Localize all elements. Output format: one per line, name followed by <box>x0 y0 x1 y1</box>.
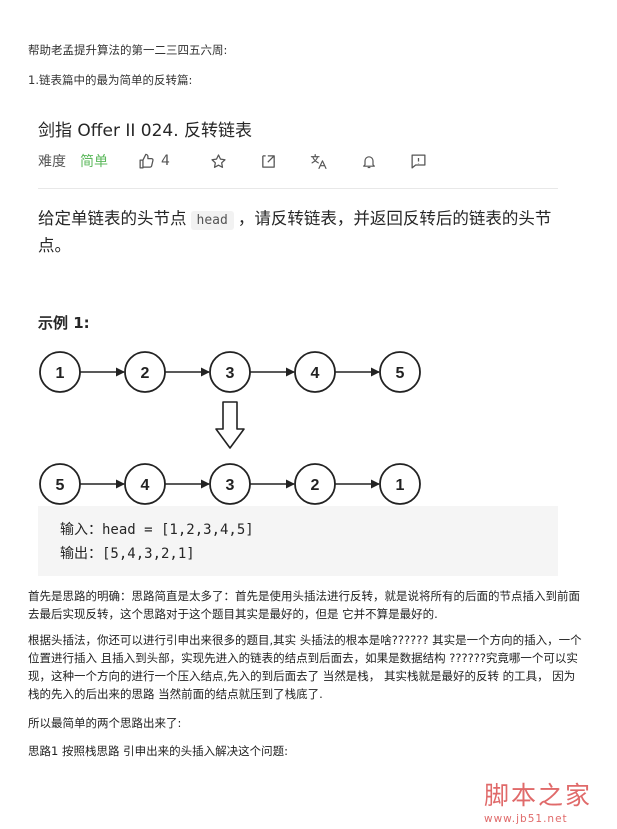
output-node-label: 4 <box>141 477 150 494</box>
input-node-circle <box>209 351 251 393</box>
watermark-logo: 脚本之家 <box>484 781 593 810</box>
translate-button[interactable] <box>310 153 328 170</box>
example-title: 示例 1: <box>38 314 90 332</box>
input-node-label: 4 <box>311 365 320 382</box>
output-node-circle <box>39 463 81 505</box>
input-node-label: 1 <box>56 365 65 382</box>
transform-down-arrow-icon <box>215 401 245 449</box>
description-code-head: head <box>190 211 234 230</box>
example-code-block: 输入：head = [1,2,3,4,5] 输出：[5,4,3,2,1] <box>38 506 558 576</box>
report-button[interactable] <box>410 153 427 170</box>
star-icon <box>211 153 226 168</box>
output-node-label: 3 <box>226 477 235 494</box>
input-node-circle <box>379 351 421 393</box>
favorite-button[interactable] <box>210 153 227 170</box>
watermark-url: www.jb51.net <box>484 813 568 825</box>
input-node-label: 3 <box>226 365 235 382</box>
translate-icon <box>310 153 327 169</box>
input-node-circle <box>294 351 336 393</box>
input-node-circle <box>124 351 166 393</box>
input-node-circle <box>39 351 81 393</box>
paragraph-3: 所以最简单的两个思路出来了: <box>28 716 182 730</box>
report-icon <box>411 153 426 169</box>
like-button[interactable]: 4 <box>138 153 170 170</box>
site-watermark: 脚本之家 www.jb51.net <box>484 776 592 825</box>
like-count: 4 <box>161 153 170 169</box>
input-node-label: 5 <box>396 365 405 382</box>
output-node-label: 2 <box>311 477 320 494</box>
description-text-before: 给定单链表的头节点 <box>38 209 187 228</box>
share-button[interactable] <box>260 153 277 170</box>
intro-line-1: 帮助老孟提升算法的第一二三四五六周: <box>28 43 228 57</box>
notification-button[interactable] <box>361 153 377 170</box>
paragraph-1: 首先是思路的明确：思路简直是太多了：首先是使用头插法进行反转，就是说将所有的后面… <box>28 589 580 621</box>
share-icon <box>262 154 275 168</box>
output-node-circle <box>124 463 166 505</box>
thumbs-up-icon <box>139 153 154 169</box>
intro-line-2: 1.链表篇中的最为简单的反转篇: <box>28 73 193 87</box>
example-input-line: 输入：head = [1,2,3,4,5] <box>60 522 254 538</box>
problem-title[interactable]: 剑指 Offer II 024. 反转链表 <box>38 121 253 141</box>
difficulty-value: 简单 <box>80 154 108 170</box>
example-output-line: 输出：[5,4,3,2,1] <box>60 546 195 562</box>
output-node-circle <box>379 463 421 505</box>
output-node-label: 1 <box>396 477 405 494</box>
linked-list-diagram: 1 2 3 4 5 5 4 3 2 1 <box>39 351 421 505</box>
output-node-label: 5 <box>56 477 65 494</box>
output-node-circle <box>294 463 336 505</box>
bell-icon <box>362 155 375 168</box>
description-text-after: ，请反转链表，并返回反转后的链表的头节点。 <box>38 209 552 255</box>
input-node-label: 2 <box>141 365 150 382</box>
output-node-circle <box>209 463 251 505</box>
problem-meta-bar: 难度 简单 4 <box>38 150 427 172</box>
paragraph-4: 思路1 按照栈思路 引申出来的头插入解决这个问题: <box>28 744 288 758</box>
header-divider <box>38 188 558 189</box>
difficulty-label: 难度 <box>38 154 66 170</box>
paragraph-2: 根据头插法，你还可以进行引申出来很多的题目,其实 头插法的根本是啥?????? … <box>28 633 582 701</box>
